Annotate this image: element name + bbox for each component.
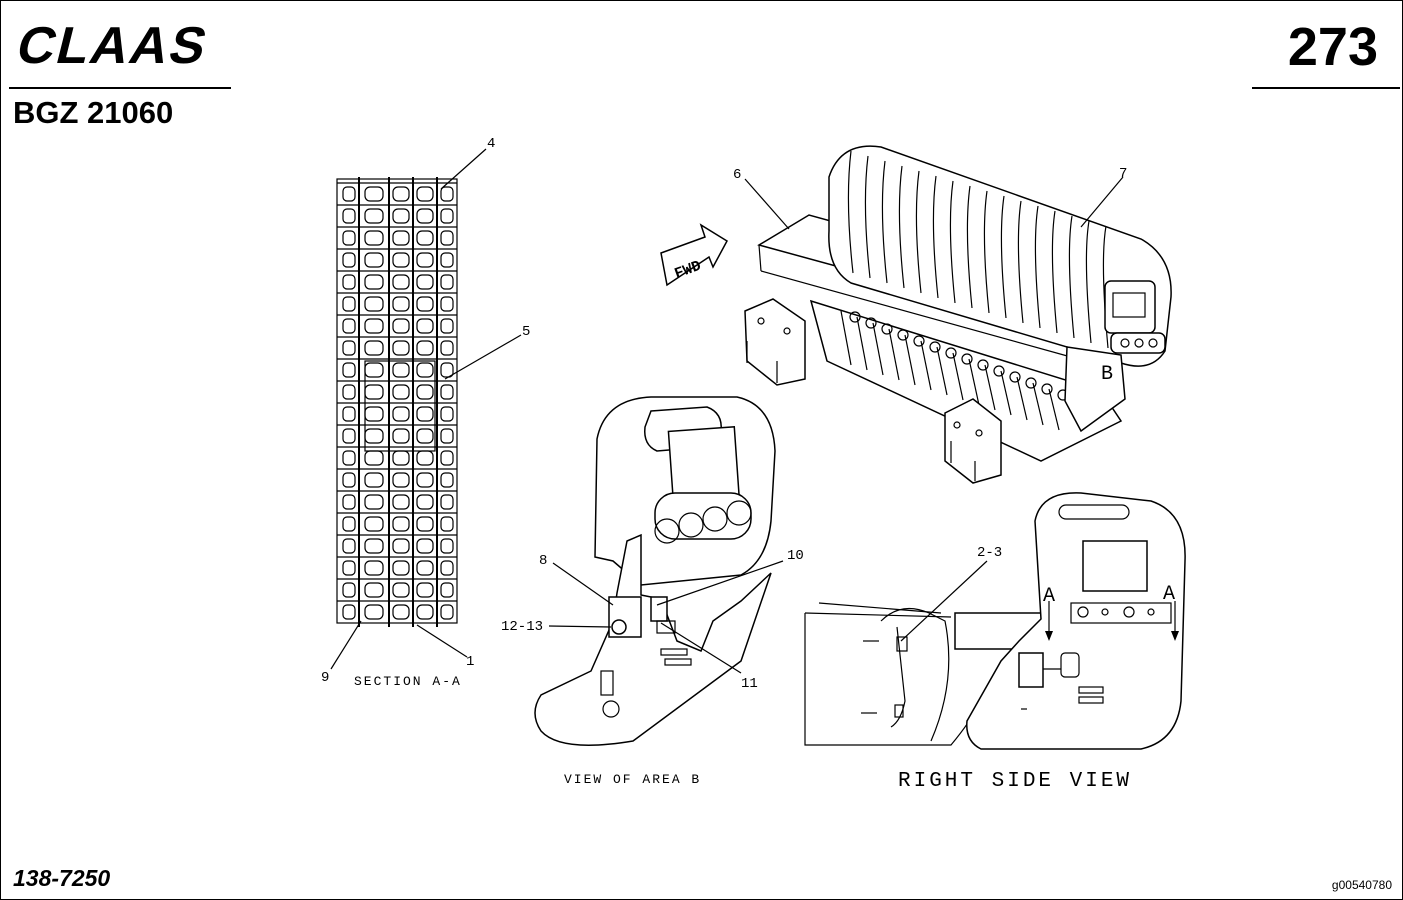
callout-1: 1 [466,654,474,670]
section-marker-a-right: A [1163,583,1175,606]
callout-8: 9 [321,670,329,686]
callout-11: 11 [741,676,758,692]
claas-logo: CLAAS CLAAS [11,19,215,69]
callout-6: 6 [733,167,741,183]
view-of-area-b-drawing [534,396,776,746]
header-rule-right [1252,87,1400,89]
header-rule-left [9,87,231,89]
leader-lines [330,148,1124,674]
callout-4: 4 [487,136,495,152]
section-a-a-drawing [336,177,458,627]
callout-9: 8 [539,553,547,569]
model-number: BGZ 21060 [13,95,174,130]
caption-section-a-a: SECTION A-A [354,674,462,689]
fwd-arrow: FWD [660,223,728,287]
section-marker-a-left: A [1043,585,1055,608]
right-side-view-drawing: A A [804,492,1186,750]
callout-10: 10 [787,548,804,564]
area-b-marker: B [1101,363,1113,386]
page-number: 273 [1287,17,1378,77]
document-number: 138-7250 [13,865,111,891]
caption-view-of-area-b: VIEW OF AREA B [564,772,701,787]
caption-right-side-view: RIGHT SIDE VIEW [898,770,1132,793]
weight-assembly-drawing: B [744,145,1172,484]
callout-12-13: 12-13 [501,619,543,635]
callout-2-3: 2-3 [977,545,1002,561]
image-id: g00540780 [1331,878,1392,892]
callout-5: 5 [522,324,530,340]
callout-7: 7 [1119,166,1127,182]
callouts: 4 5 1 9 6 7 8 10 11 12-13 2-3 [321,136,1127,692]
svg-text:CLAAS: CLAAS [11,19,215,69]
